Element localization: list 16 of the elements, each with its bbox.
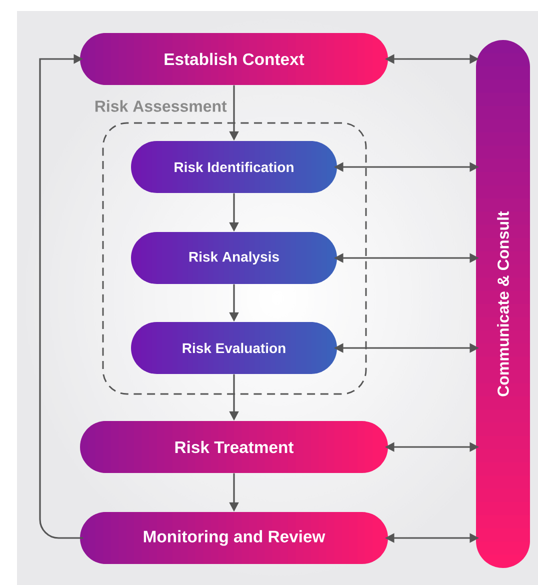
process-box: Risk Evaluation: [131, 322, 337, 374]
process-box: Risk Analysis: [131, 232, 337, 284]
process-box: Monitoring and Review: [80, 512, 388, 564]
vertical-bar: Communicate & Consult: [476, 40, 530, 568]
node-label: Risk Identification: [174, 162, 294, 172]
node-label: Risk Analysis: [189, 251, 279, 265]
process-box: Establish Context: [80, 33, 388, 85]
node-label: Monitoring and Review: [144, 530, 326, 546]
node-label: Communicate & Consult: [497, 211, 509, 396]
arrow: [39, 54, 84, 539]
process-box: Risk Identification: [131, 141, 337, 193]
node-label: Risk Evaluation: [182, 342, 286, 354]
group-heading: Risk Assessment: [95, 100, 227, 112]
node-label: Risk Treatment: [175, 440, 294, 454]
process-box: Risk Treatment: [80, 421, 388, 473]
node-label: Establish Context: [164, 52, 304, 66]
